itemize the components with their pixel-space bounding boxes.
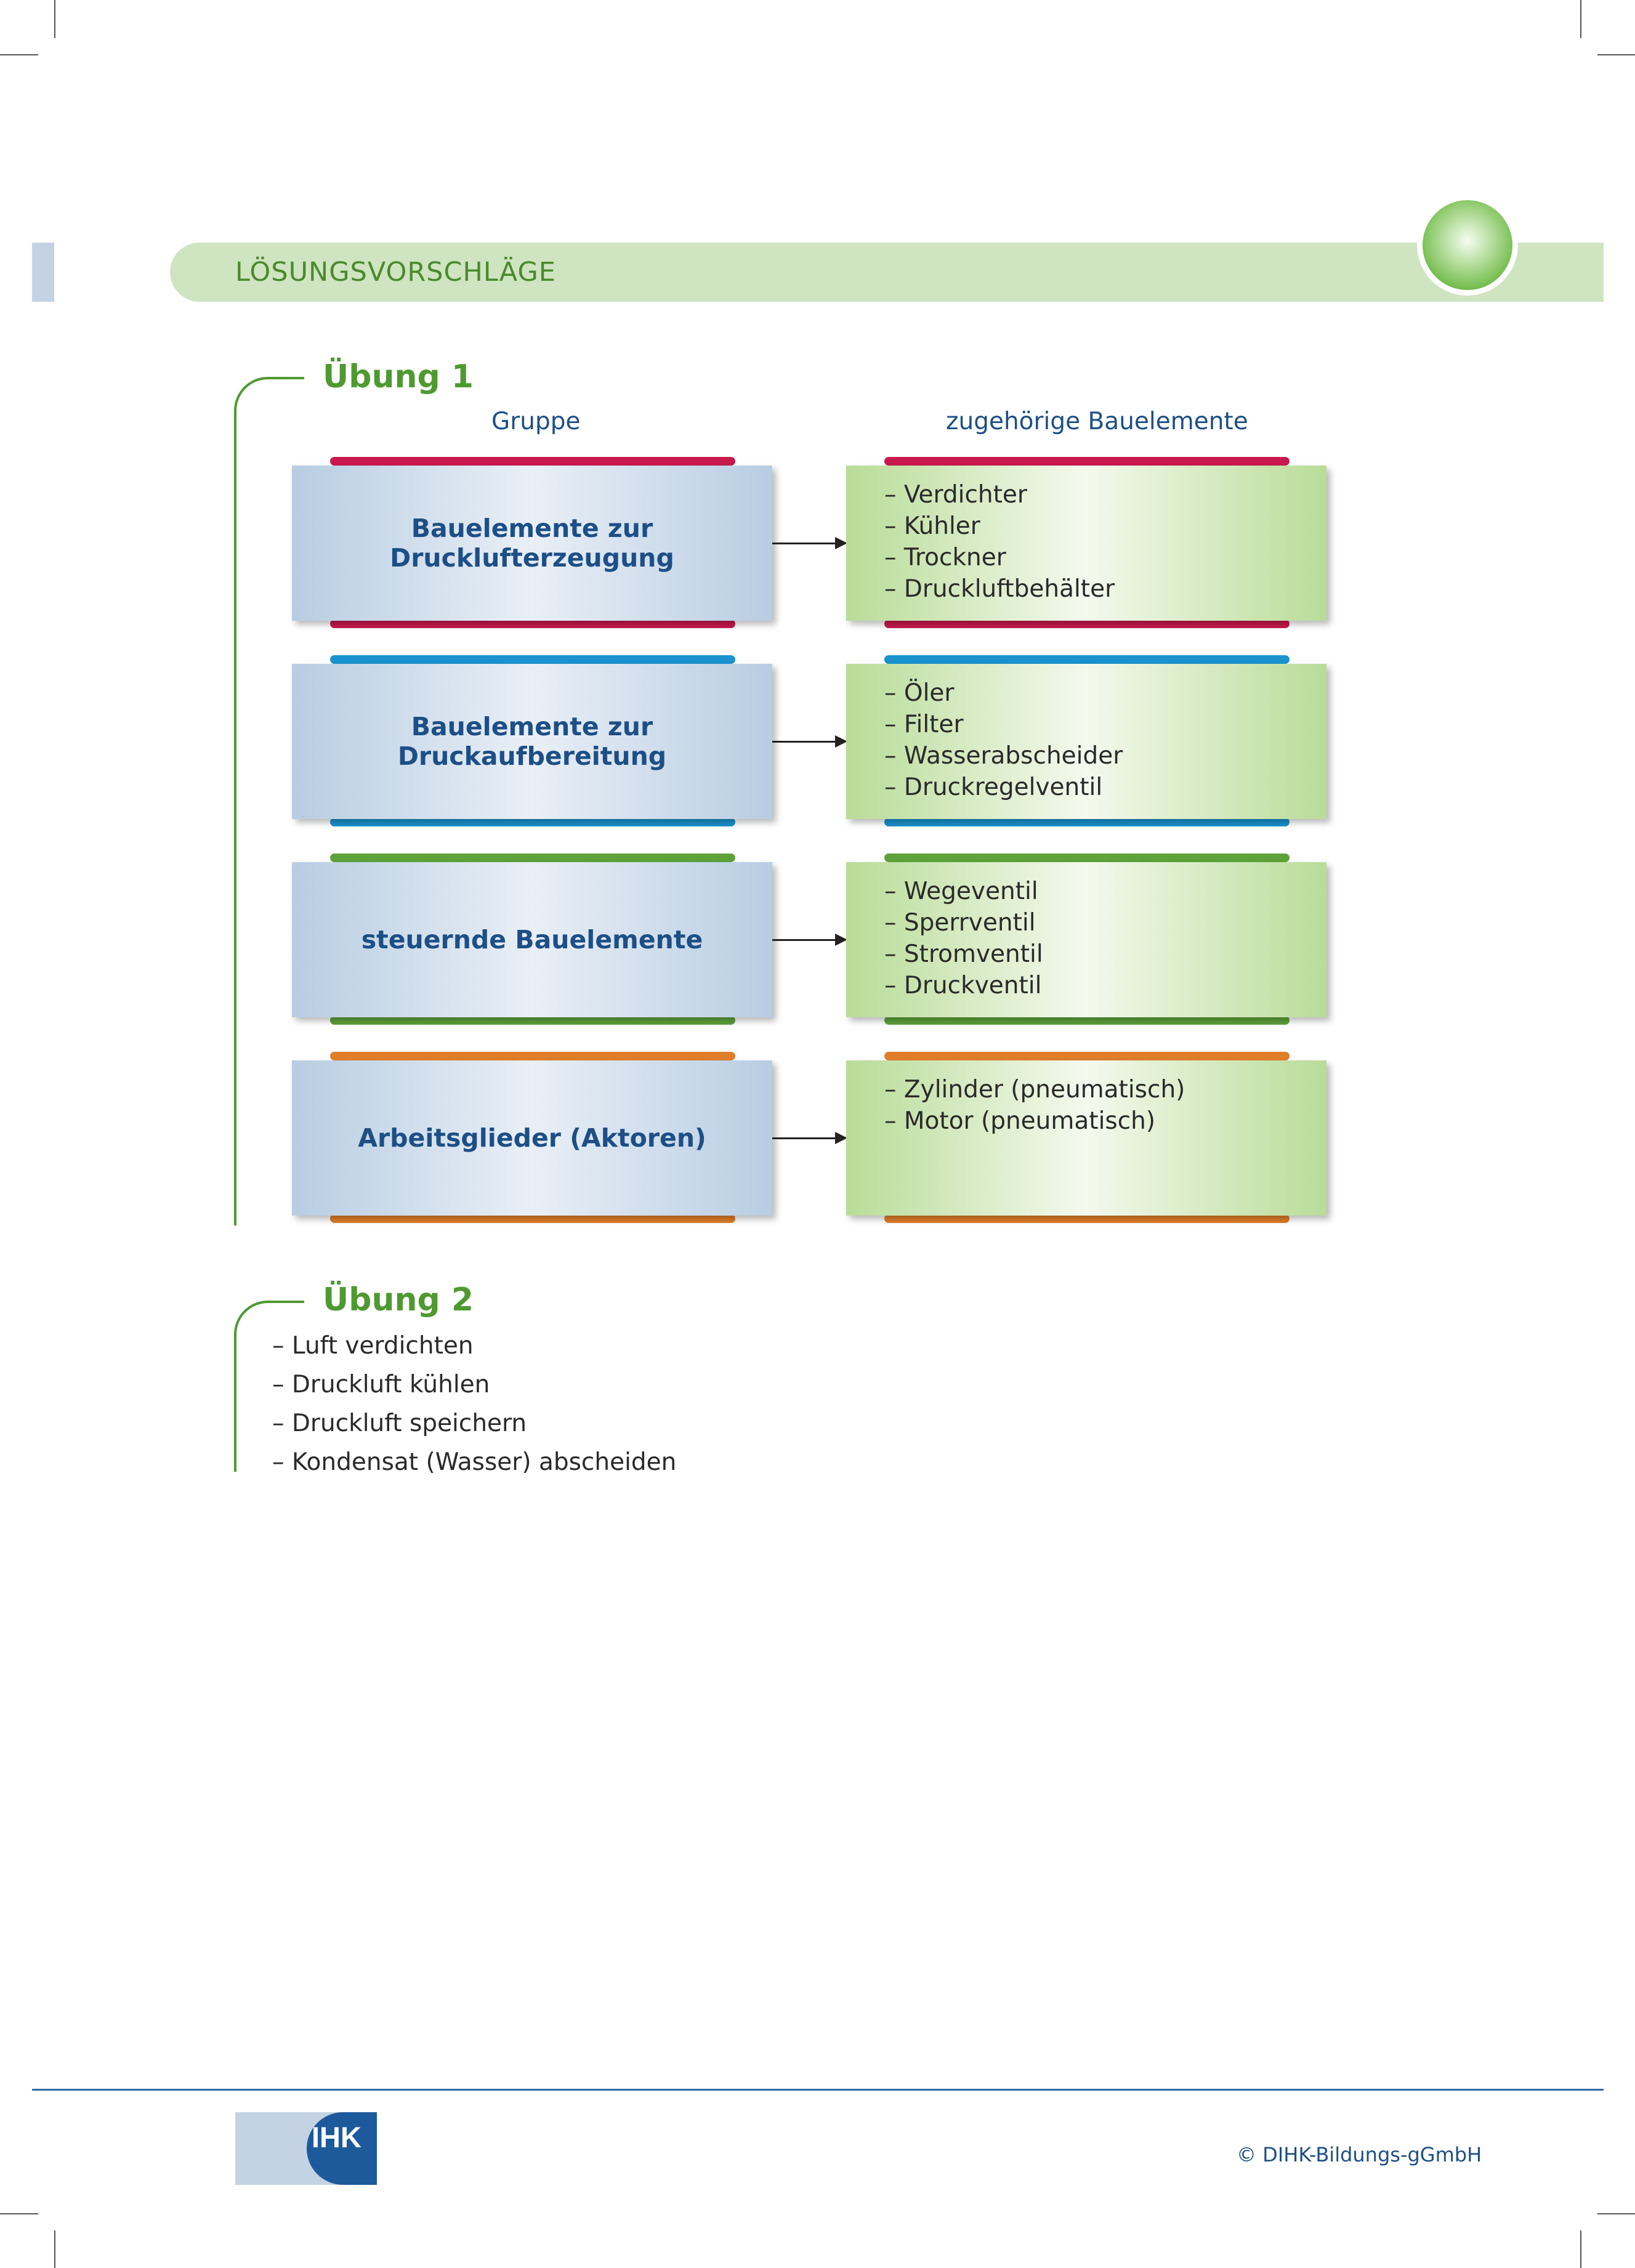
row-accent-stripe <box>330 1214 735 1223</box>
crop-mark <box>0 2213 38 2214</box>
group-label: Bauelemente zur Drucklufterzeugung <box>390 514 674 573</box>
list-item: – Trockner <box>884 544 1006 571</box>
column-header-elements: zugehörige Bauelemente <box>946 408 1248 435</box>
list-item: – Zylinder (pneumatisch) <box>884 1076 1185 1104</box>
crop-mark <box>1580 0 1581 38</box>
row-accent-stripe <box>330 1016 735 1025</box>
row-accent-stripe <box>884 457 1290 466</box>
list-item: – Druckregelventil <box>884 773 1103 801</box>
crop-mark <box>1597 2213 1635 2214</box>
row-accent-stripe <box>884 1016 1290 1025</box>
arrow-right-icon <box>835 1132 847 1144</box>
list-item: – Öler <box>884 679 955 707</box>
elements-list: – Verdichter – Kühler – Trockner – Druckluf… <box>884 479 1115 605</box>
row-accent-stripe <box>330 818 735 826</box>
row-accent-stripe <box>884 854 1290 862</box>
list-item: – Druckluft speichern <box>272 1410 527 1437</box>
group-box: Bauelemente zur Drucklufterzeugung <box>292 466 772 621</box>
row-accent-stripe <box>330 854 735 862</box>
footer-divider <box>32 2089 1604 2091</box>
list-item: – Kondensat (Wasser) abscheiden <box>272 1448 677 1476</box>
row-accent-stripe <box>884 818 1290 826</box>
row-accent-stripe <box>330 1052 735 1060</box>
elements-list: – Zylinder (pneumatisch) – Motor (pneumat… <box>884 1074 1185 1137</box>
crop-mark <box>1580 2230 1581 2268</box>
ihk-logo-shape <box>307 2112 377 2185</box>
page-title: LÖSUNGSVORSCHLÄGE <box>235 257 556 288</box>
exercise2-title: Übung 2 <box>323 1281 474 1318</box>
group-box: Bauelemente zur Druckaufbereitung <box>292 664 772 819</box>
header-band <box>170 243 1604 302</box>
elements-list: – Wegeventil – Sperrventil – Stromventil – … <box>884 876 1043 1001</box>
row-accent-stripe <box>330 655 735 664</box>
crop-mark <box>1597 54 1635 55</box>
list-item: – Wasserabscheider <box>884 742 1123 770</box>
column-header-group: Gruppe <box>491 408 581 435</box>
elements-list: – Öler – Filter – Wasserabscheider – Druckr… <box>884 677 1123 803</box>
group-label: Bauelemente zur Druckaufbereitung <box>397 712 667 771</box>
arrow-line <box>772 741 836 743</box>
row-accent-stripe <box>884 1214 1290 1223</box>
arrow-right-icon <box>835 934 847 946</box>
row-accent-stripe <box>884 1052 1290 1060</box>
header-sphere-icon <box>1423 200 1512 290</box>
list-item: – Druckventil <box>884 972 1042 999</box>
list-item: – Druckluft kühlen <box>272 1371 490 1398</box>
group-label: Arbeitsglieder (Aktoren) <box>358 1123 706 1153</box>
arrow-line <box>772 939 836 941</box>
elements-box: – Zylinder (pneumatisch) – Motor (pneumat… <box>846 1060 1326 1216</box>
row-accent-stripe <box>330 619 735 628</box>
list-item: – Druckluftbehälter <box>884 575 1115 603</box>
crop-mark <box>54 2230 55 2268</box>
elements-box: – Verdichter – Kühler – Trockner – Druckluf… <box>846 466 1326 621</box>
row-accent-stripe <box>330 457 735 466</box>
header-tab <box>32 243 54 302</box>
crop-mark <box>0 54 38 55</box>
list-item: – Wegeventil <box>884 878 1038 905</box>
exercise2-bracket <box>234 1301 304 1472</box>
list-item: – Kühler <box>884 512 980 540</box>
list-item: – Filter <box>884 711 964 738</box>
arrow-line <box>772 1137 836 1139</box>
list-item: – Verdichter <box>884 481 1027 509</box>
list-item: – Motor (pneumatisch) <box>884 1107 1156 1135</box>
arrow-line <box>772 543 836 544</box>
arrow-right-icon <box>835 735 847 748</box>
group-box: Arbeitsglieder (Aktoren) <box>292 1060 772 1216</box>
list-item: – Luft verdichten <box>272 1332 474 1360</box>
list-item: – Sperrventil <box>884 909 1036 937</box>
exercise2-list: – Luft verdichten – Druckluft kühlen – D… <box>272 1326 676 1482</box>
crop-mark <box>54 0 55 38</box>
ihk-logo-text: IHK <box>312 2121 361 2153</box>
exercise1-title: Übung 1 <box>323 358 474 395</box>
elements-box: – Wegeventil – Sperrventil – Stromventil – … <box>846 862 1326 1017</box>
exercise1-bracket <box>234 377 304 1225</box>
list-item: – Stromventil <box>884 940 1043 968</box>
row-accent-stripe <box>884 655 1290 664</box>
group-box: steuernde Bauelemente <box>292 862 772 1017</box>
arrow-right-icon <box>835 537 847 549</box>
group-label: steuernde Bauelemente <box>361 925 703 954</box>
copyright-text: © DIHK-Bildungs-gGmbH <box>1237 2143 1482 2166</box>
elements-box: – Öler – Filter – Wasserabscheider – Druckr… <box>846 664 1326 819</box>
row-accent-stripe <box>884 619 1290 628</box>
